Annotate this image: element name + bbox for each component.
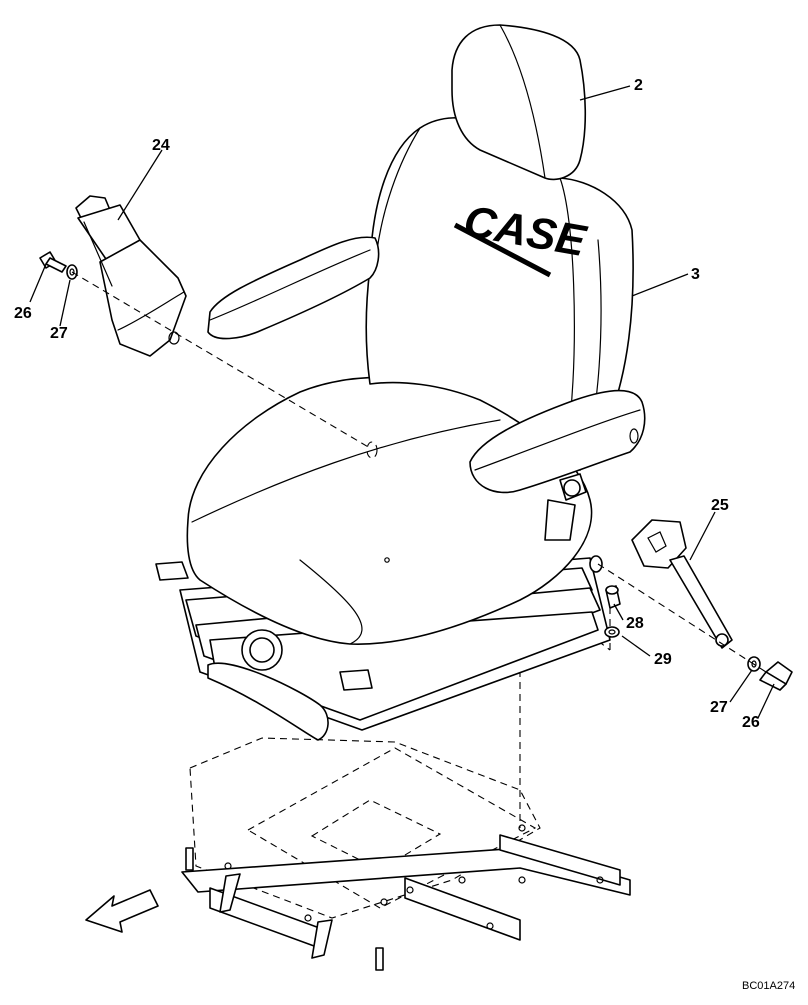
callout-28: 28	[626, 615, 644, 632]
callout-26-right: 26	[742, 714, 760, 731]
seat-belt-tongue-25	[631, 519, 733, 649]
leader-lines	[29, 85, 775, 719]
callout-26-left: 26	[14, 305, 32, 322]
seat-mounting-rails	[181, 824, 631, 971]
bolt-26-right	[759, 661, 793, 691]
drawing-reference: BC01A274	[742, 980, 795, 992]
arrow-icon	[85, 889, 159, 933]
seat-back	[365, 117, 634, 471]
headrest	[451, 24, 587, 181]
seat-belt-buckle-24	[75, 195, 187, 357]
callout-2: 2	[634, 77, 643, 94]
assembly-lines	[71, 271, 767, 673]
nut-29	[604, 626, 620, 638]
left-armrest	[207, 236, 380, 340]
bolt-26-left	[39, 251, 67, 273]
callout-labels: 2 3 24 25 26 27 28 29 27 26	[14, 77, 760, 731]
bolt-28	[605, 585, 621, 609]
callout-27-right: 27	[710, 699, 728, 716]
callout-24: 24	[152, 137, 170, 154]
callout-25: 25	[711, 497, 729, 514]
right-armrest	[469, 389, 646, 541]
callout-29: 29	[654, 651, 672, 668]
callout-27-left: 27	[50, 325, 68, 342]
callout-3: 3	[691, 266, 700, 283]
